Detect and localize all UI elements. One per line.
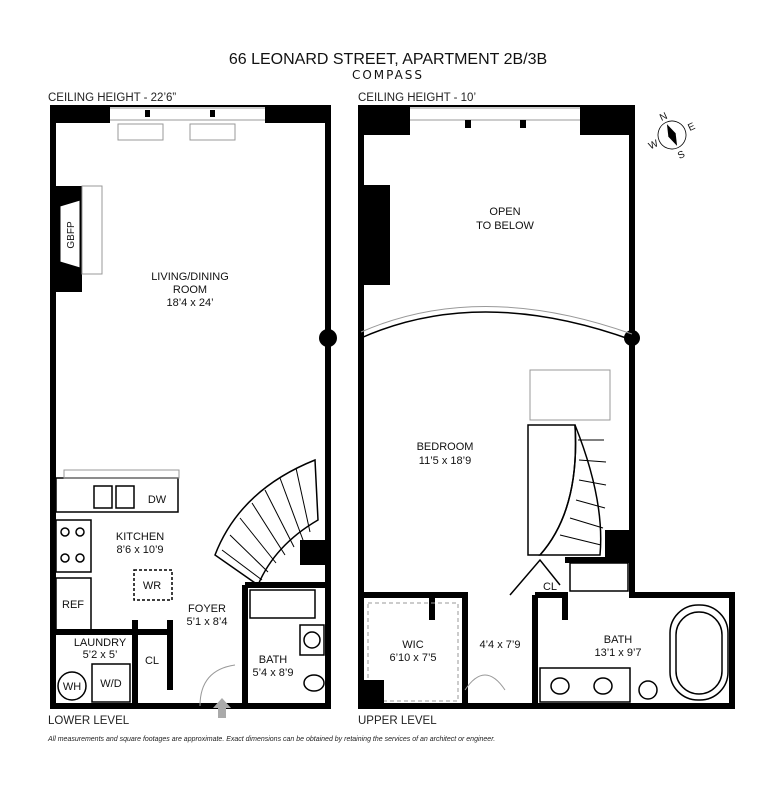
open-to-below-2: TO BELOW — [476, 220, 534, 232]
dishwasher-label: DW — [148, 494, 167, 506]
bath-name-lower: BATH — [259, 654, 288, 666]
closet-label-lower: CL — [145, 655, 159, 667]
lower-ceiling-height: CEILING HEIGHT - 22’6” — [48, 92, 176, 104]
bedroom-dimensions: 11’5 x 18’9 — [419, 455, 471, 467]
foyer-dimensions: 5’1 x 8’4 — [187, 616, 228, 628]
open-to-below-1: OPEN — [489, 206, 520, 218]
bath-dimensions-lower: 5’4 x 8’9 — [253, 667, 294, 679]
refrigerator-label: REF — [62, 599, 84, 611]
living-room-name-2: ROOM — [173, 284, 207, 296]
living-room-name: LIVING/DINING — [151, 271, 229, 283]
bedroom-name: BEDROOM — [417, 441, 474, 453]
laundry-dimensions: 5’2 x 5’ — [83, 649, 118, 661]
kitchen-name: KITCHEN — [116, 531, 164, 543]
compass-rose-icon: N E S W — [647, 111, 697, 162]
closet-label-upper: CL — [543, 581, 557, 593]
kitchen-dimensions: 8’6 x 10’9 — [116, 544, 163, 556]
compass-north: N — [658, 111, 669, 124]
upper-ceiling-height: CEILING HEIGHT - 10’ — [358, 92, 476, 104]
plan-title: 66 LEONARD STREET, APARTMENT 2B/3B — [229, 51, 547, 68]
upper-level-plan: OPEN TO BELOW BEDROOM 11’5 x 18’9 WIC 6’… — [358, 105, 735, 709]
upper-level-label: UPPER LEVEL — [358, 715, 437, 727]
washer-dryer-label: W/D — [100, 678, 121, 690]
disclaimer: All measurements and square footages are… — [47, 736, 495, 743]
wic-dimensions: 6’10 x 7’5 — [389, 652, 436, 664]
bath-name-upper: BATH — [604, 634, 633, 646]
lower-level-label: LOWER LEVEL — [48, 715, 130, 727]
fireplace-label: GBFP — [66, 221, 77, 249]
compass-south: S — [676, 149, 687, 162]
lower-level-plan: GBFP DW REF WR LIVING/DINING ROOM 18’4 x… — [50, 105, 337, 718]
entry-arrow-icon — [213, 698, 231, 718]
wine-refrigerator-label: WR — [143, 580, 161, 592]
laundry-name: LAUNDRY — [74, 637, 127, 649]
wic-name: WIC — [402, 639, 423, 651]
hall-dimensions: 4’4 x 7’9 — [480, 639, 521, 651]
brand-logo: COMPASS — [352, 68, 424, 82]
water-heater-label: WH — [63, 681, 81, 693]
compass-east: E — [686, 121, 697, 134]
living-room-dimensions: 18’4 x 24’ — [166, 297, 213, 309]
foyer-name: FOYER — [188, 603, 226, 615]
bath-dimensions-upper: 13’1 x 9’7 — [594, 647, 641, 659]
